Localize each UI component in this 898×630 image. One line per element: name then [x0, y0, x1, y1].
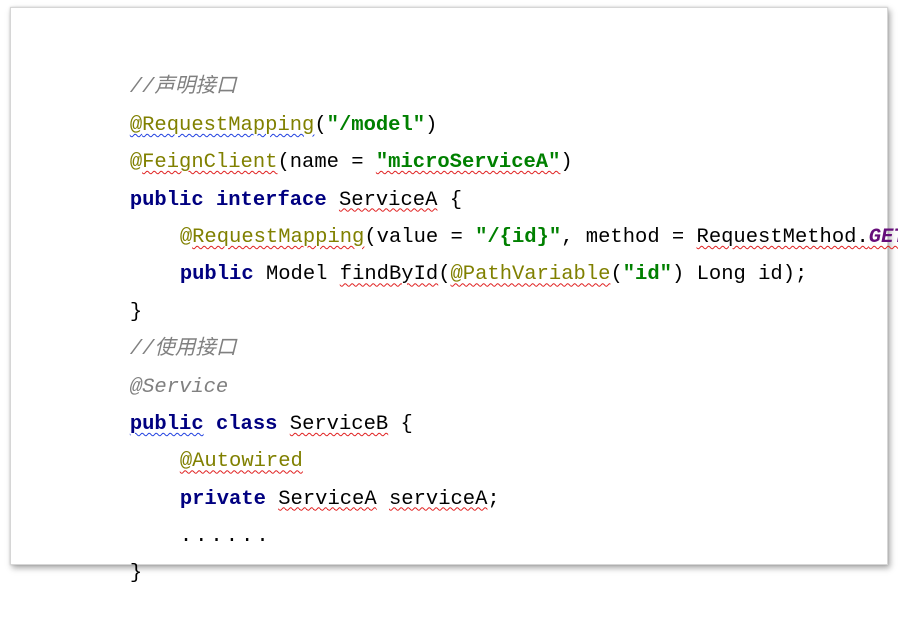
- annotation-at: @: [129, 113, 143, 137]
- annotation-feign-client: FeignClient: [142, 151, 278, 175]
- paren-open: (: [438, 263, 451, 287]
- comment-use-interface: //使用接口: [129, 338, 237, 362]
- string-micro-service-a: "microServiceA": [375, 151, 561, 175]
- code-line-2: @RequestMapping("/model"): [56, 69, 877, 137]
- code-line-5: @RequestMapping(value = "/{id}", method …: [56, 182, 898, 249]
- annotation-service: @Service: [129, 375, 229, 399]
- value-args-open: (value =: [364, 225, 476, 249]
- feign-args-open: (name =: [277, 151, 376, 175]
- brace-open: {: [449, 188, 463, 212]
- annotation-path-variable: @PathVariable: [450, 263, 611, 287]
- param-long-id: Long id);: [696, 263, 808, 287]
- keyword-private: private: [179, 487, 266, 511]
- paren-open-inner: (: [610, 263, 623, 287]
- paren-close: ): [425, 113, 438, 137]
- annotation-request-mapping: RequestMapping: [192, 225, 365, 249]
- type-service-b: ServiceB: [289, 412, 389, 436]
- paren-close: ): [560, 151, 573, 175]
- code-line-12: private ServiceA serviceA;: [56, 443, 877, 511]
- ellipsis: ......: [179, 525, 272, 549]
- brace-open: {: [400, 412, 413, 436]
- annotation-autowired: @Autowired: [179, 450, 303, 474]
- string-id: "id": [622, 263, 672, 287]
- code-line-10: public class ServiceB {: [56, 369, 877, 436]
- code-line-1: //声明接口: [56, 32, 877, 99]
- keyword-public: public: [129, 412, 204, 436]
- code-line-13: ......: [56, 481, 877, 548]
- type-service-a: ServiceA: [278, 487, 377, 511]
- keyword-public: public: [129, 188, 204, 212]
- brace-close: }: [129, 300, 143, 324]
- field-service-a: serviceA: [388, 487, 488, 511]
- enum-constant-get: GET: [868, 225, 898, 249]
- code-line-7: }: [56, 256, 877, 324]
- type-service-a: ServiceA: [338, 188, 438, 212]
- enum-class-request-method: RequestMethod.: [696, 225, 869, 249]
- code-snippet-frame: //声明接口 @RequestMapping("/model") @FeignC…: [10, 7, 898, 585]
- comment-declare-interface: //声明接口: [129, 76, 237, 100]
- string-model: "/model": [326, 113, 426, 137]
- annotation-at: @: [129, 151, 143, 175]
- paren-open: (: [314, 113, 327, 137]
- annotation-request-mapping: RequestMapping: [142, 113, 315, 137]
- keyword-class: class: [215, 412, 278, 436]
- code-block: //声明接口 @RequestMapping("/model") @FeignC…: [56, 32, 898, 585]
- brace-close: }: [129, 562, 143, 586]
- code-line-4: public interface ServiceA {: [56, 144, 877, 212]
- method-arg: , method =: [561, 225, 697, 249]
- code-line-11: @Autowired: [56, 406, 877, 473]
- code-line-6: public Model findById(@PathVariable("id"…: [56, 219, 877, 286]
- keyword-interface: interface: [215, 188, 327, 212]
- code-line-3: @FeignClient(name = "microServiceA"): [56, 107, 877, 174]
- keyword-public: public: [179, 263, 254, 287]
- semicolon: ;: [487, 487, 500, 511]
- type-model: Model: [265, 263, 328, 287]
- method-find-by-id: findById: [339, 263, 439, 287]
- annotation-at: @: [179, 225, 193, 249]
- code-line-9: @Service: [56, 331, 877, 399]
- paren-close-inner: ): [671, 263, 685, 287]
- code-line-8: //使用接口: [56, 294, 877, 361]
- string-id-path: "/{id}": [475, 225, 562, 249]
